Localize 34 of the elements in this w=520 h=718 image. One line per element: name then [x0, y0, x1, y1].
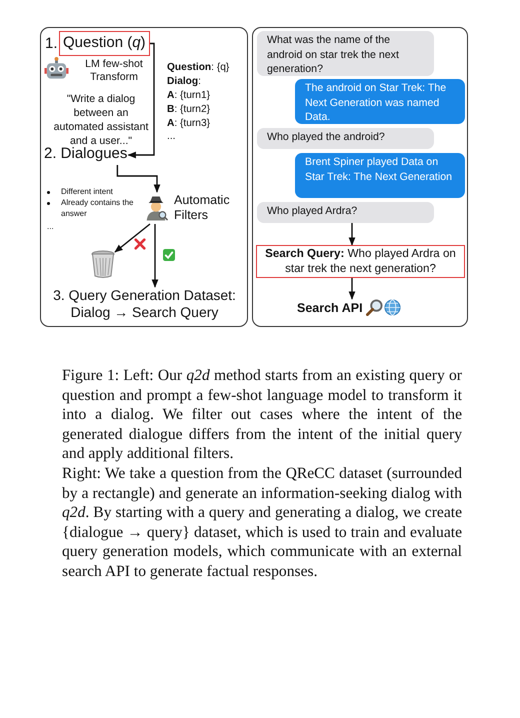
assistant-bubble: Brent Spiner played Data on Star Trek: The Next Generation [295, 153, 465, 198]
arrow [128, 42, 155, 158]
template-line: B: {turn2} [167, 103, 212, 116]
bullet-item: Already contains the answer [61, 198, 134, 219]
template-line: Question: {q} [167, 61, 230, 74]
ellipsis-text: ... [47, 222, 55, 232]
step-heading: 2. Dialogues [44, 145, 128, 165]
transform-label: LM few-shot Transform [84, 58, 144, 84]
arrow [348, 223, 356, 246]
template-line: ... [167, 130, 176, 143]
bullet-item: Different intent [61, 187, 114, 198]
question-box: Question (q) [59, 31, 150, 56]
assistant-bubble: The android on Star Trek: The Next Generation was named Data. [295, 79, 465, 124]
arrow [116, 165, 160, 193]
right-panel [252, 27, 468, 327]
arrow [152, 224, 158, 288]
template-line: Dialog: [167, 75, 202, 88]
arrow [114, 223, 150, 253]
user-bubble: Who played the android? [257, 128, 434, 149]
filters-label: Automatic Filters [174, 193, 231, 223]
user-bubble: Who played Ardra? [257, 202, 434, 223]
template-line: A: {turn1} [167, 89, 212, 102]
search-query-box: Search Query: Who played Ardra on star trek the next generation? [256, 245, 465, 278]
search-api-label: Search API [297, 300, 363, 315]
caption-text: Figure 1: Left: Our q2d method starts from an existing query or question and prompt a few-shot language model to transform it into a dialog. We filter out cases where the intent of the generated dialogue differs from the intent of the initial query and apply additional filters. [62, 366, 462, 464]
trash-can-icon [91, 250, 115, 279]
left-panel [40, 27, 248, 327]
dataset-heading: 3. Query Generation Dataset: Dialog → Search Query [42, 287, 247, 323]
step-number: 1. [45, 35, 58, 52]
caption-text: Right: We take a question from the QReCC dataset (surrounded by a rectangle) and generate an information-seeking dialog with q2d. By starting with a query and generating a dialog, we create {dialogue → query} dataset, which is used to train and evaluate query generation models, which communicate with an external search API to generate factual responses. [62, 464, 462, 582]
user-bubble: What was the name of the android on star trek the next generation? [257, 31, 434, 76]
prompt-text: "Write a dialog between an automated assistant and a user..." [53, 92, 149, 147]
template-line: A: {turn3} [167, 117, 212, 130]
arrow [348, 278, 356, 300]
